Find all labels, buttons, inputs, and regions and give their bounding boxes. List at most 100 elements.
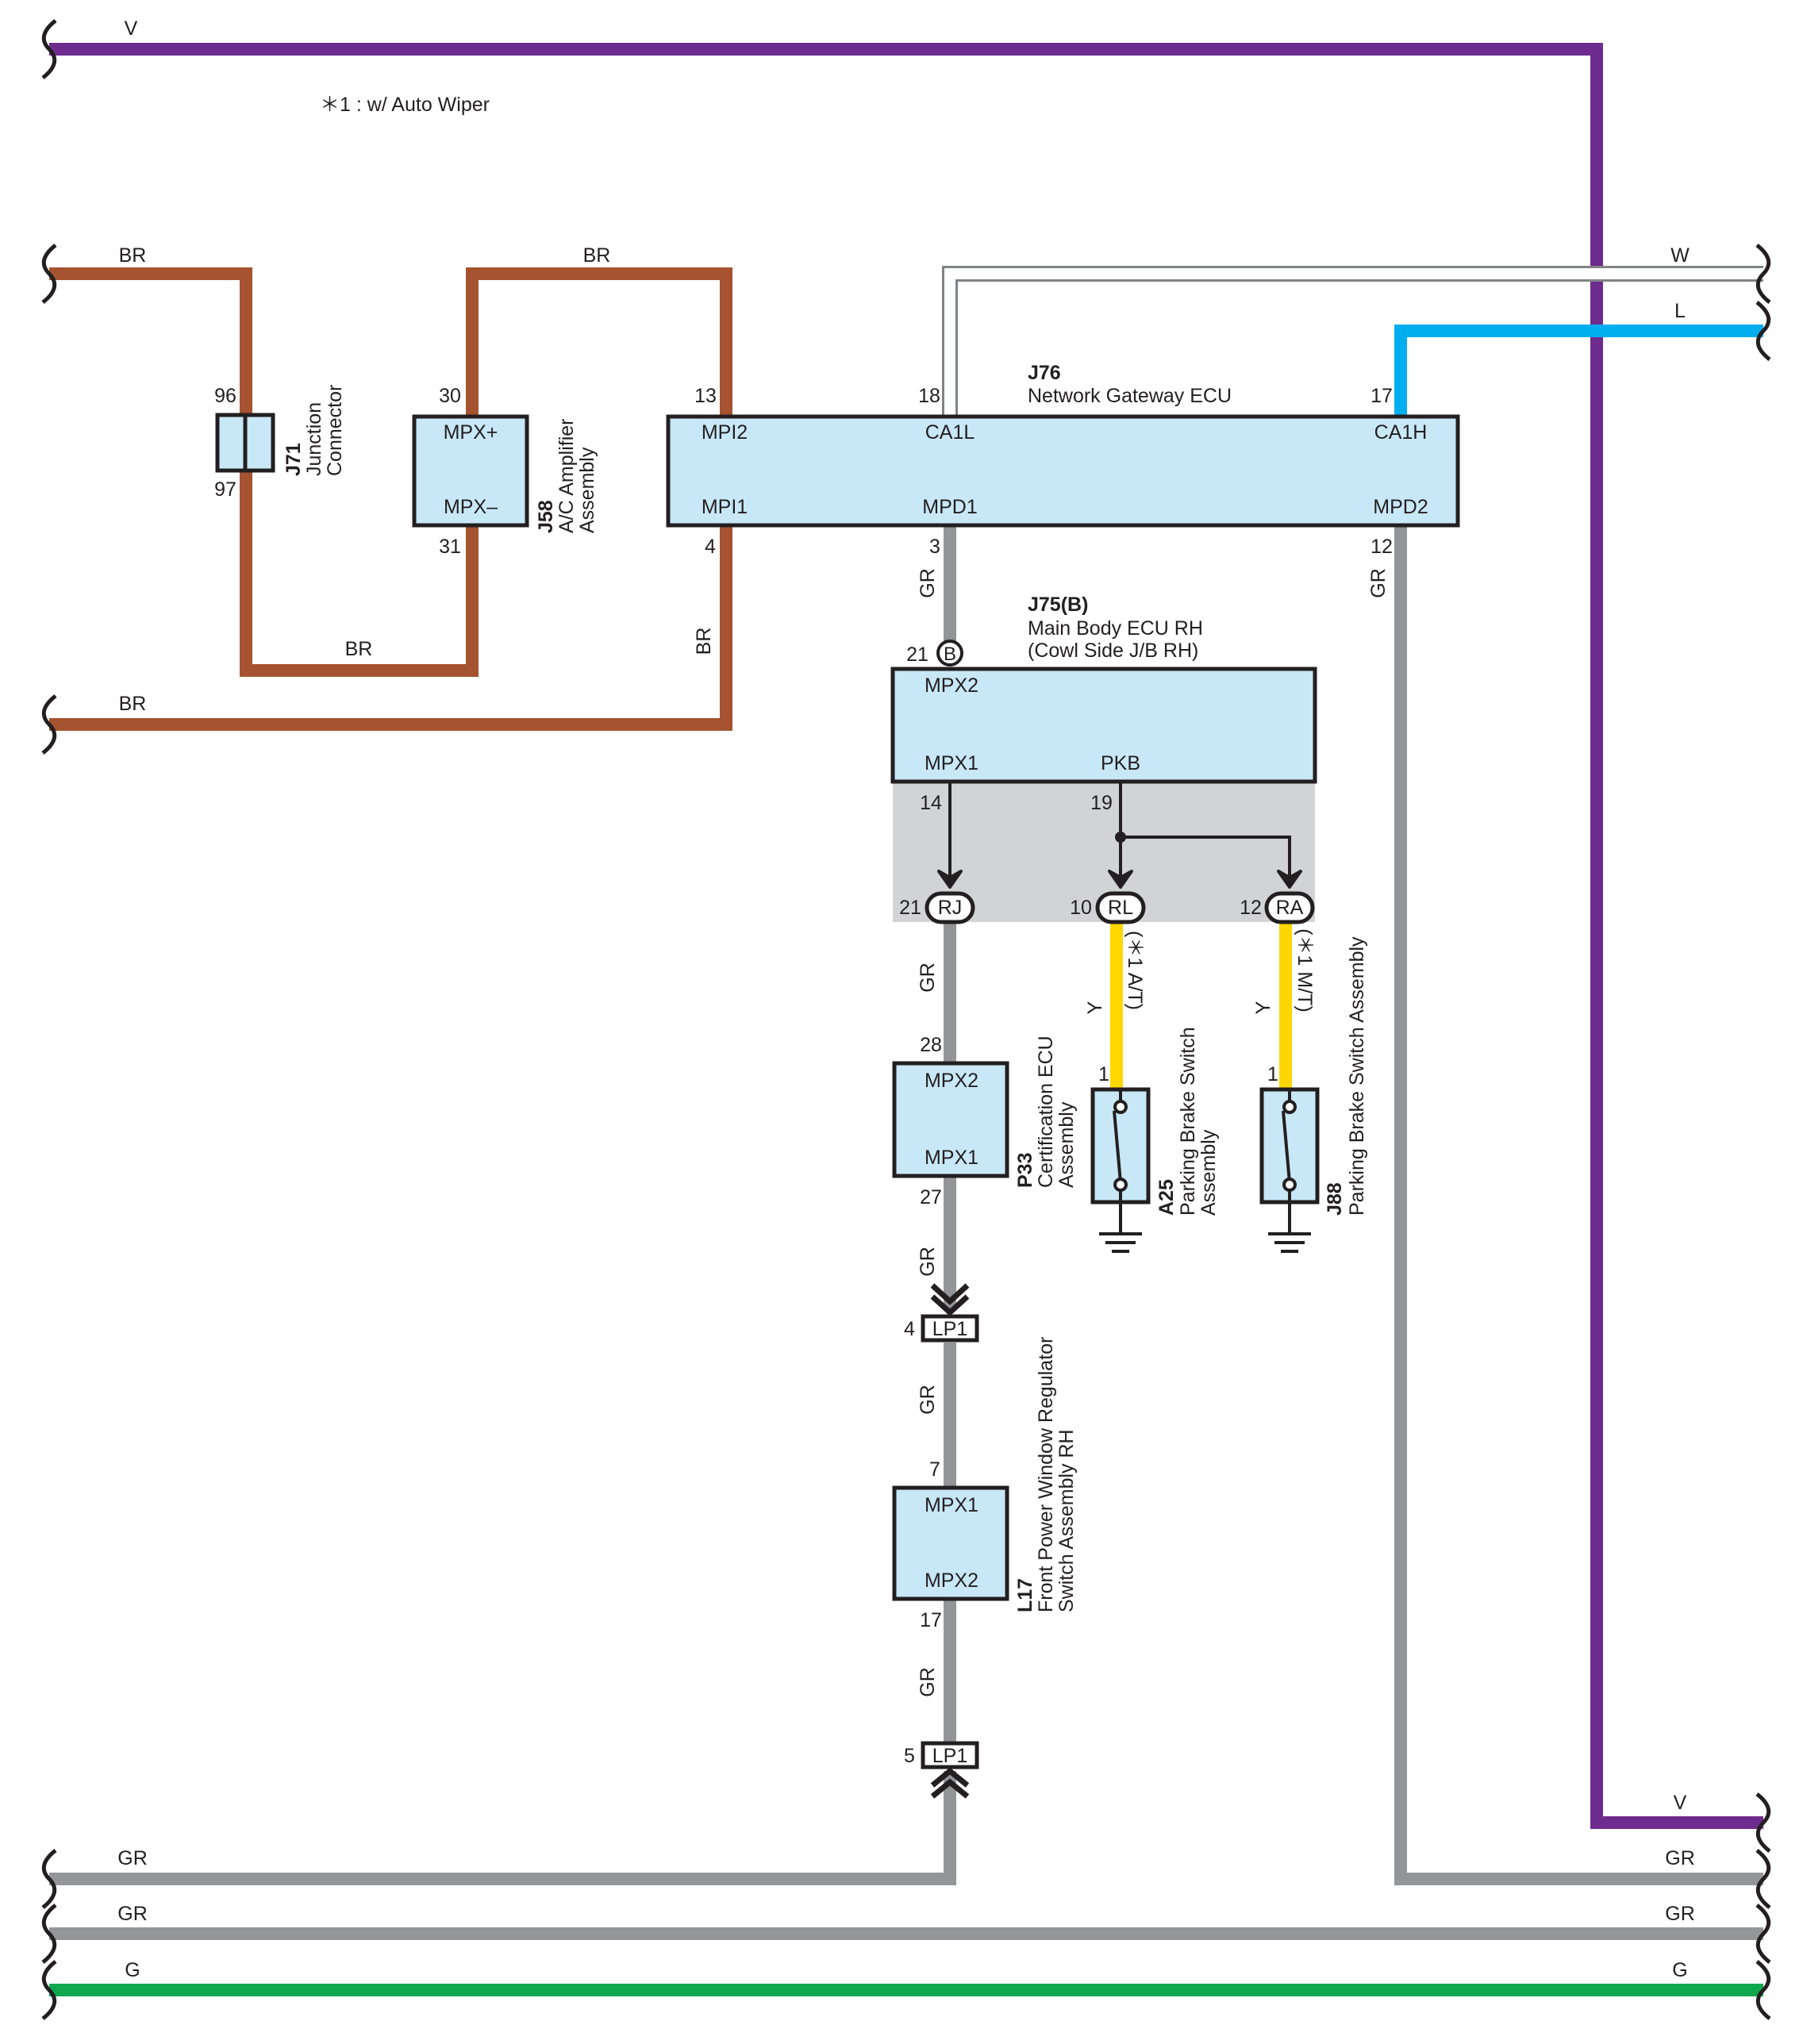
wire-label-br-vertical: BR <box>693 628 715 655</box>
j58-term-bottom: MPX– <box>444 496 498 518</box>
wire-label-gr-bottom1-right: GR <box>1665 1847 1695 1869</box>
j58-name-line1: A/C Amplifier <box>556 419 578 533</box>
wire-br-j76-lower <box>49 525 732 731</box>
j88-ground-icon <box>1268 1232 1311 1253</box>
connector-rj-label: RJ <box>938 897 963 919</box>
lp1-bottom-label: LP1 <box>932 1745 967 1767</box>
j58-term-top: MPX+ <box>444 421 498 444</box>
arrow-rl <box>1108 870 1133 889</box>
a25-note: (＊1 A/T) <box>1124 931 1146 1010</box>
connector-ra-pin: 12 <box>1240 897 1262 919</box>
l17-power-window-switch: MPX1 MPX2 7 17 L17 Front Power Window Re… <box>892 1337 1078 1631</box>
a25-name-line2: Assembly <box>1198 1129 1220 1216</box>
connector-rl-label: RL <box>1108 897 1133 919</box>
j58-name-line2: Assembly <box>576 447 598 533</box>
connector-rj-pin: 21 <box>899 897 921 919</box>
wire-br-j71-left <box>49 267 479 677</box>
j76-pin-mpd2: 12 <box>1371 536 1393 558</box>
j76-network-gateway-ecu: J76 Network Gateway ECU MPI2 MPI1 CA1L M… <box>666 362 1460 558</box>
j71-name-line2: Connector <box>324 385 346 476</box>
j76-pin-mpi1: 4 <box>705 536 716 558</box>
wire-label-br-lower-left: BR <box>119 693 147 715</box>
note-auto-wiper: ＊1 : w/ Auto Wiper <box>320 94 490 116</box>
arrow-rj <box>937 870 963 889</box>
lp1-top-pin: 4 <box>904 1318 915 1340</box>
j71-junction-connector: 96 97 J71 Junction Connector <box>214 385 346 501</box>
j76-term-mpd1: MPD1 <box>922 496 977 518</box>
wire-label-y-ra: Y <box>1252 1001 1274 1014</box>
wire-label-gr-lp1: GR <box>917 1385 939 1415</box>
wire-label-br-top-left: BR <box>119 244 147 267</box>
j58-pin-bottom: 31 <box>439 536 461 558</box>
connector-rj: RJ 21 <box>899 891 975 924</box>
j75-main-body-ecu: J75(B) Main Body ECU RH (Cowl Side J/B R… <box>890 594 1317 922</box>
j88-note: (＊1 M/T) <box>1294 928 1316 1012</box>
wire-label-br-bottom-mid: BR <box>345 638 373 660</box>
l17-pin-bottom: 17 <box>920 1609 942 1631</box>
a25-name-line1: Parking Brake Switch <box>1177 1027 1199 1216</box>
a25-parking-brake-switch: 1 A25 Parking Brake Switch Assembly <box>1090 1027 1220 1253</box>
wire-label-gr-p33-down: GR <box>917 1247 939 1277</box>
j88-code: J88 <box>1324 1182 1346 1216</box>
j75-term-mpx2: MPX2 <box>925 674 978 697</box>
j71-pin-bottom: 97 <box>214 478 236 501</box>
lp1-top-label: LP1 <box>932 1318 967 1340</box>
wire-label-gr-l17-down: GR <box>917 1667 939 1697</box>
lp1-top-connector: LP1 4 <box>904 1283 979 1343</box>
l17-name-line2: Switch Assembly RH <box>1055 1429 1078 1612</box>
j75-pin-pkb: 19 <box>1090 792 1113 814</box>
connector-rl-pin: 10 <box>1070 897 1092 919</box>
j76-term-mpi1: MPI1 <box>702 496 748 518</box>
l17-name-line1: Front Power Window Regulator <box>1035 1337 1057 1612</box>
wire-label-g-right: G <box>1672 1959 1687 1981</box>
j75-name-line2: (Cowl Side J/B RH) <box>1028 640 1198 662</box>
wire-label-gr-bottom2-left: GR <box>117 1903 148 1925</box>
a25-ground-icon <box>1099 1232 1142 1253</box>
j75-connector-b-label: B <box>944 644 956 665</box>
connector-ra: RA 12 <box>1240 891 1315 924</box>
j88-name: Parking Brake Switch Assembly <box>1346 936 1368 1216</box>
j76-pin-ca1h: 17 <box>1371 385 1393 407</box>
j75-junction-dot <box>1115 832 1126 843</box>
wire-gr-lp1-bottom <box>49 1771 956 1885</box>
j88-parking-brake-switch: 1 J88 Parking Brake Switch Assembly <box>1259 936 1368 1253</box>
j76-term-mpd2: MPD2 <box>1373 496 1428 518</box>
p33-name-line1: Certification ECU <box>1035 1035 1057 1188</box>
j75-pin-in: 21 <box>906 644 928 666</box>
p33-certification-ecu: MPX2 MPX1 28 27 P33 Certification ECU As… <box>892 1034 1078 1208</box>
j76-term-ca1h: CA1H <box>1374 421 1428 444</box>
a25-code: A25 <box>1155 1179 1178 1216</box>
j76-term-mpi2: MPI2 <box>702 421 748 444</box>
wire-w-fill <box>944 268 1763 418</box>
j75-internal-line-pkb <box>1119 782 1291 877</box>
p33-term-top: MPX2 <box>925 1070 978 1092</box>
wire-label-gr-right: GR <box>1367 568 1390 598</box>
j75-name-line1: Main Body ECU RH <box>1028 617 1203 640</box>
wire-label-l: L <box>1674 300 1686 322</box>
wire-gr-mpd2 <box>1394 525 1763 1885</box>
j75-code: J75(B) <box>1028 594 1088 616</box>
lp1-bottom-pin: 5 <box>904 1745 915 1767</box>
p33-name-line2: Assembly <box>1055 1101 1078 1188</box>
lp1-bottom-chevron-icon <box>930 1767 970 1799</box>
j76-code: J76 <box>1028 362 1061 384</box>
l17-term-bottom: MPX2 <box>925 1570 978 1592</box>
lp1-bottom-connector: LP1 5 <box>904 1741 979 1799</box>
wire-label-gr-rj: GR <box>917 962 939 993</box>
j58-code: J58 <box>535 500 557 533</box>
wire-label-v-top: V <box>125 17 138 40</box>
wire-label-w: W <box>1670 244 1690 267</box>
p33-term-bottom: MPX1 <box>925 1147 978 1169</box>
wire-label-y-rl: Y <box>1084 1001 1106 1014</box>
j76-name: Network Gateway ECU <box>1028 385 1232 407</box>
j71-name-line1: Junction <box>303 402 325 476</box>
j71-pin-top: 96 <box>214 385 236 407</box>
j76-pin-mpi2: 13 <box>694 385 717 407</box>
j76-term-ca1l: CA1L <box>925 421 975 444</box>
a25-pin: 1 <box>1098 1063 1109 1085</box>
j75-pin-mpx1: 14 <box>920 792 942 814</box>
j58-pin-top: 30 <box>439 385 461 407</box>
j76-body <box>666 414 1460 528</box>
connector-rl: RL 10 <box>1070 891 1146 924</box>
